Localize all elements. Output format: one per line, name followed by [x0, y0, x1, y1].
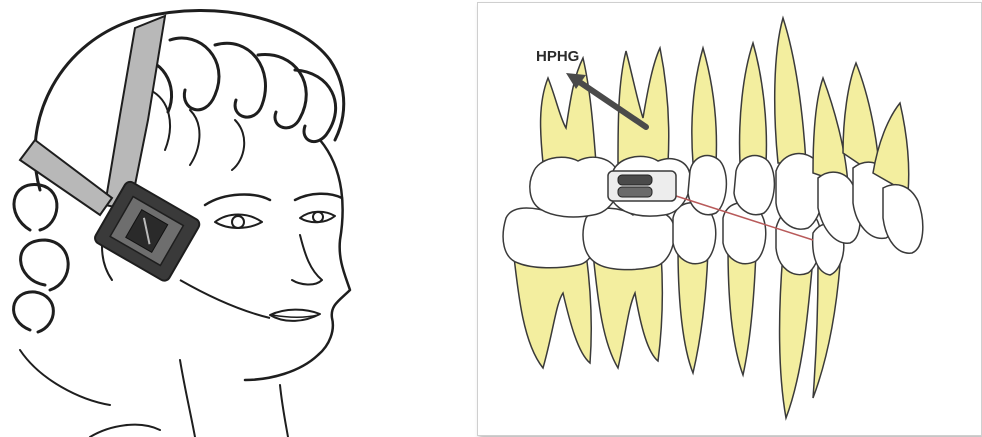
nose	[292, 235, 322, 285]
headgear-sketch	[0, 0, 470, 437]
upper-premolar2-crown	[734, 156, 774, 215]
hair-lower	[20, 350, 110, 405]
left-brow	[205, 195, 270, 205]
headgear-top-strap	[105, 16, 165, 210]
upper-incisor2-root	[843, 63, 880, 178]
headgear-illustration	[0, 0, 470, 437]
lower-premolar1-root	[678, 248, 708, 373]
upper-premolar2-root	[740, 43, 767, 163]
upper-incisor1-root	[813, 78, 848, 185]
hphg-label: HPHG	[536, 48, 579, 65]
right-iris	[313, 212, 323, 222]
collar	[90, 425, 160, 437]
hair-shade	[150, 90, 244, 170]
upper-molar-crown	[530, 157, 619, 217]
hair-curl-2	[21, 240, 69, 290]
face-outline	[245, 140, 350, 380]
upper-incisor3-crown	[883, 185, 923, 253]
hair-bang-1	[170, 38, 219, 110]
lower-premolar2-root	[728, 248, 756, 375]
teeth-diagram: .root { fill: #f3ee9f; stroke: #3a3a3a; …	[478, 3, 981, 435]
right-eye	[300, 212, 335, 223]
neck	[180, 360, 288, 437]
lower-molar2-crown	[583, 208, 674, 269]
hair-bang-4	[295, 70, 336, 142]
headgear-back-strap	[20, 140, 112, 215]
facebow-wire	[180, 280, 270, 318]
left-iris	[232, 216, 244, 228]
hair-curl-3	[14, 292, 54, 332]
hair-curl-1	[14, 185, 57, 230]
upper-premolar1-root	[692, 48, 717, 163]
molar-tube-bracket	[608, 171, 676, 201]
lower-incisor-root	[813, 265, 840, 398]
lower-arch	[503, 203, 844, 418]
upper-canine-root	[775, 18, 806, 163]
right-brow	[295, 194, 342, 200]
upper-molar2-root	[618, 48, 669, 163]
dental-diagram: .root { fill: #f3ee9f; stroke: #3a3a3a; …	[477, 2, 982, 436]
lower-canine-root	[780, 253, 813, 418]
lip-line	[272, 315, 318, 317]
